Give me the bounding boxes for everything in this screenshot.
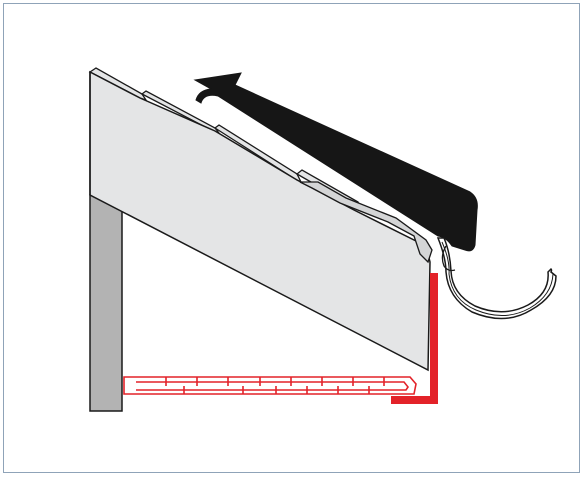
gutter-inner-line <box>441 241 554 316</box>
gutter <box>436 237 557 320</box>
red-trim <box>391 273 438 404</box>
direction-arrow <box>193 72 478 252</box>
wall <box>89 194 123 412</box>
soffit-panel <box>123 376 417 395</box>
roof-panel <box>89 70 431 372</box>
gutter-hook <box>441 245 456 272</box>
drip-edge <box>299 181 433 264</box>
